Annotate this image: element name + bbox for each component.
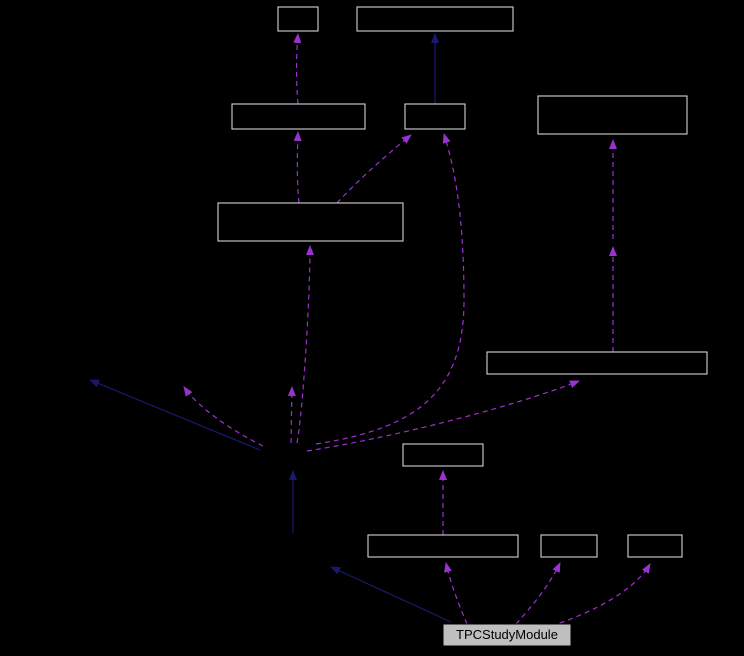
class-node[interactable] [402, 443, 484, 467]
current-class-node-box [442, 623, 572, 647]
class-node[interactable] [277, 6, 319, 32]
collaboration-edge [293, 131, 302, 204]
current-class-label: TPCStudyModule [456, 627, 558, 642]
class-node[interactable] [217, 202, 404, 242]
class-node[interactable] [627, 534, 683, 558]
collaboration-edge [515, 562, 561, 625]
node-layer: TPCStudyModule [217, 6, 708, 647]
class-node[interactable] [537, 95, 688, 135]
inheritance-edge [330, 566, 452, 623]
class-node[interactable] [356, 6, 514, 32]
collaboration-edge [183, 386, 264, 447]
collaboration-edge [287, 386, 296, 444]
class-node[interactable] [540, 534, 598, 558]
class-node[interactable] [486, 351, 708, 375]
collaboration-edge [444, 562, 468, 625]
collaboration-edge [306, 380, 580, 452]
collaboration-edge [315, 133, 465, 445]
class-node[interactable] [231, 103, 366, 130]
collaboration-edge [296, 245, 314, 444]
edge-layer [89, 33, 651, 627]
collaboration-edge [336, 134, 412, 204]
collaboration-edge [293, 33, 302, 105]
class-node[interactable] [367, 534, 519, 558]
class-node[interactable] [404, 103, 466, 130]
current-class-node: TPCStudyModule [442, 623, 572, 647]
inheritance-edge [89, 379, 261, 451]
collaboration-edge [550, 563, 651, 627]
